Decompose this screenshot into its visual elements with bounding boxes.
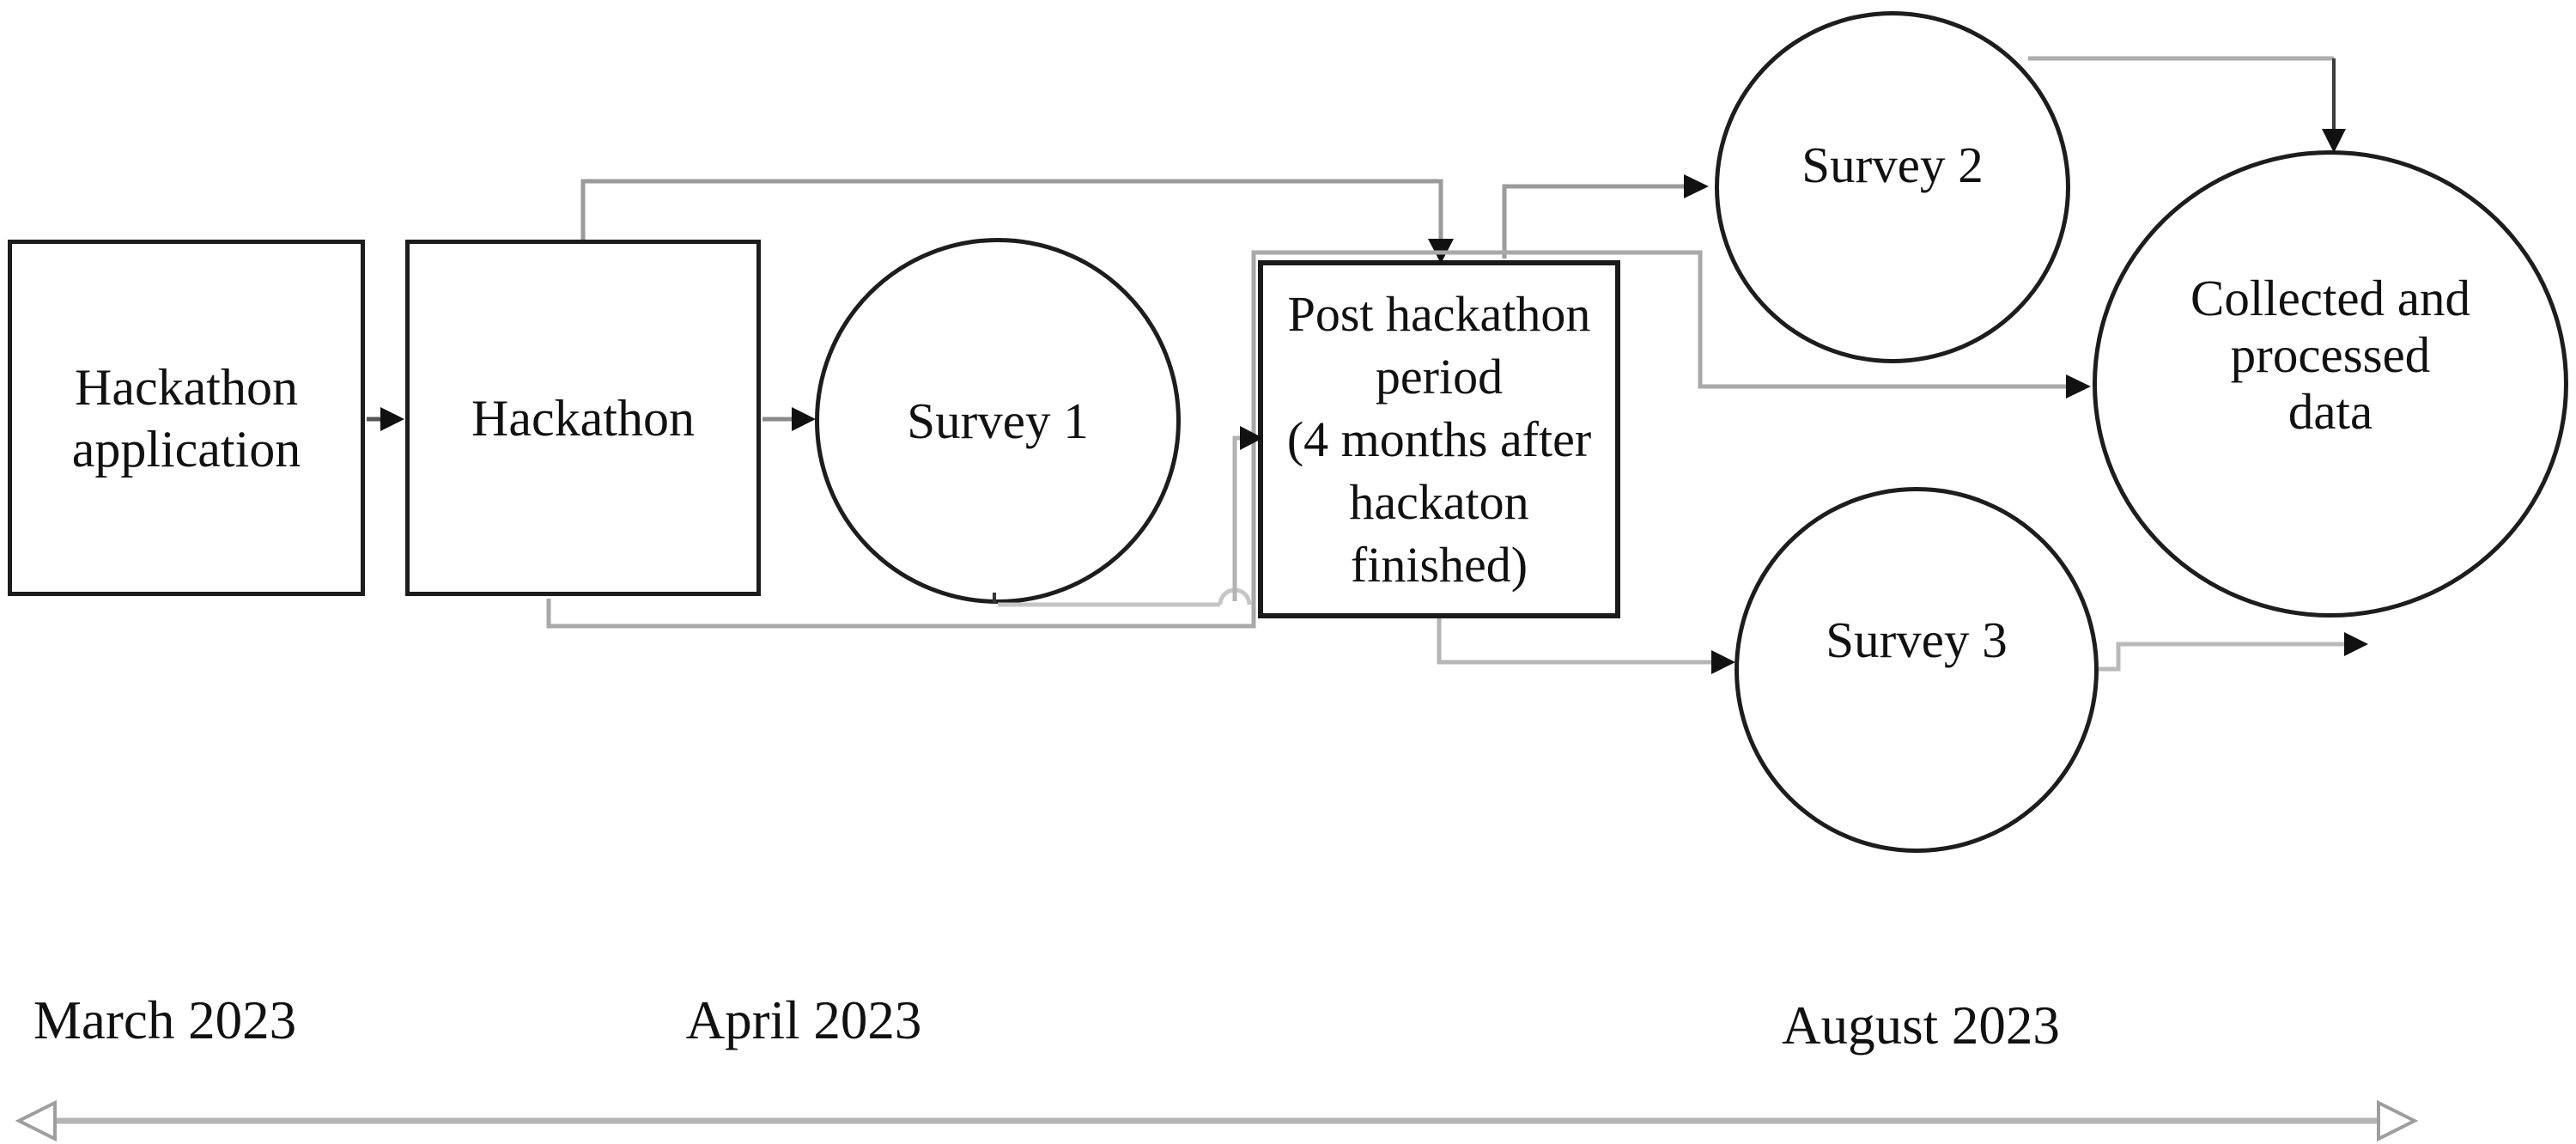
timeline-label-august: August 2023 xyxy=(1782,995,2060,1056)
post-hackathon-line-2: period xyxy=(1375,349,1504,405)
node-hackathon-application: Hackathon application xyxy=(8,240,365,596)
collected-line-2: processed xyxy=(2230,326,2431,383)
node-collected-data-label: Collected and processed data xyxy=(2190,270,2470,440)
wire-survey3-to-collected xyxy=(2099,632,2368,672)
node-collected-data: Collected and processed data xyxy=(2093,150,2568,618)
wire-survey2-to-collected xyxy=(2028,56,2346,153)
node-hackathon-label: Hackathon xyxy=(471,389,695,447)
wire-postbox-to-survey3 xyxy=(1437,618,1735,674)
wire-postbox-to-survey2 xyxy=(1502,174,1709,259)
timeline-label-march: March 2023 xyxy=(33,990,297,1050)
post-hackathon-line-3: (4 months after xyxy=(1286,411,1592,467)
node-survey-3-label: Survey 3 xyxy=(1826,612,2008,668)
node-survey-2-label: Survey 2 xyxy=(1801,137,1984,193)
post-hackathon-line-5: finished) xyxy=(1350,537,1528,593)
collected-line-3: data xyxy=(2287,383,2373,440)
arrow-hackathon-to-survey1 xyxy=(762,407,816,431)
node-survey-1: Survey 1 xyxy=(815,238,1181,604)
node-post-hackathon-period: Post hackathon period (4 months after ha… xyxy=(1258,260,1620,618)
node-survey-2: Survey 2 xyxy=(1715,11,2070,363)
post-hackathon-line-1: Post hackathon xyxy=(1287,286,1591,342)
node-post-hackathon-label: Post hackathon period (4 months after ha… xyxy=(1287,283,1591,596)
collected-line-1: Collected and xyxy=(2190,270,2471,326)
node-hackathon-application-label: Hackathon application xyxy=(71,358,301,478)
timeline-label-april: April 2023 xyxy=(685,990,922,1050)
node-survey-3: Survey 3 xyxy=(1735,487,2099,853)
arrow-application-to-hackathon xyxy=(367,407,404,431)
node-survey-1-label: Survey 1 xyxy=(907,392,1089,449)
node-hackathon: Hackathon xyxy=(405,240,761,596)
post-hackathon-line-4: hackaton xyxy=(1349,474,1529,530)
timeline-axis-arrow xyxy=(15,1099,2419,1142)
